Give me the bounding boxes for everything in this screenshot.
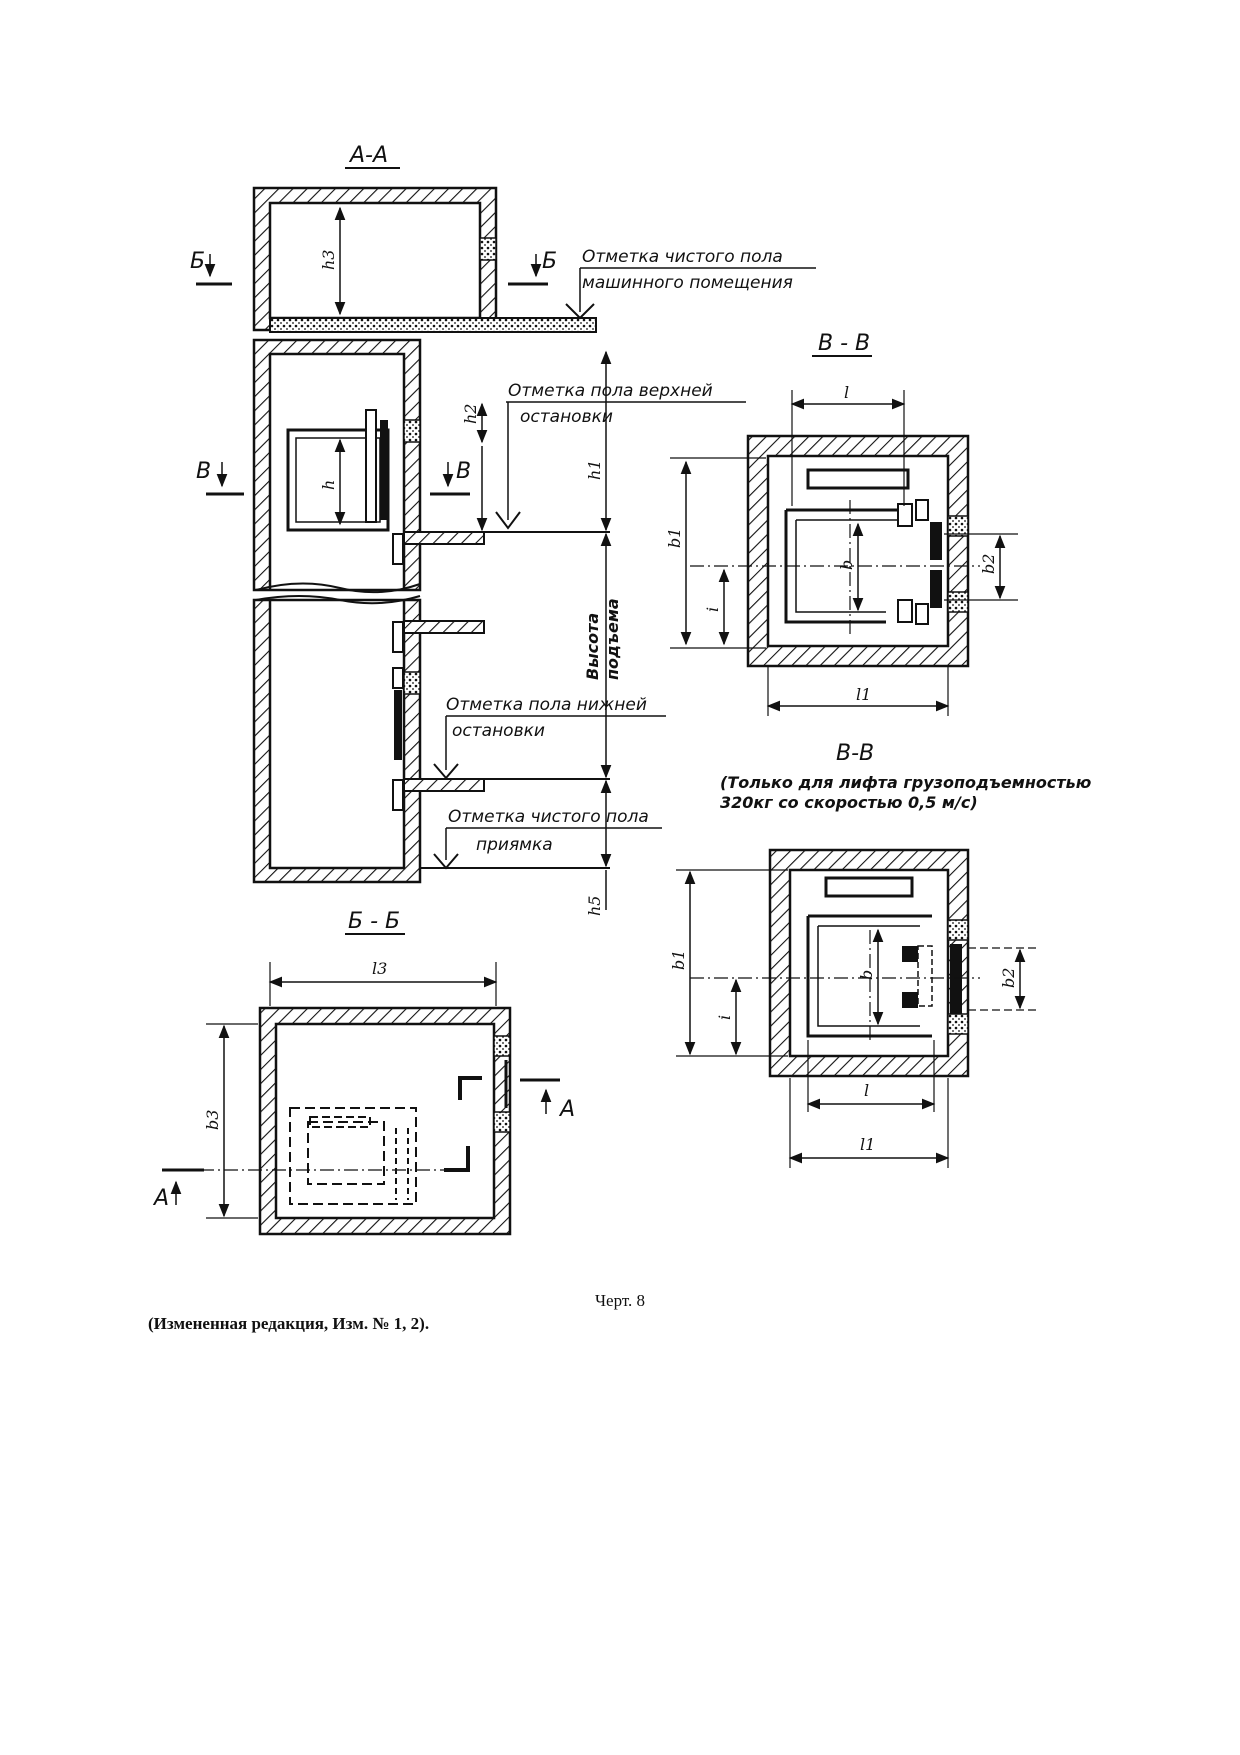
section-mark-v-right: В xyxy=(456,459,471,484)
lift-height-label-2: подъема xyxy=(603,598,622,680)
view-title-vv-top: В - В xyxy=(818,331,870,356)
dim-b1-bottom: b1 xyxy=(669,950,688,970)
dim-h: h xyxy=(319,480,338,490)
section-mark-b-left: Б xyxy=(190,249,205,274)
callout-top-stop-1: Отметка пола верхней xyxy=(508,381,713,401)
callout-pit-2: приямка xyxy=(476,835,553,855)
section-vv-top: В - В l l1 b1 i xyxy=(665,331,1018,716)
lift-height-label-1: Высота xyxy=(583,613,602,680)
dim-l1-bottom: l1 xyxy=(860,1135,875,1154)
figure-caption: Черт. 8 xyxy=(594,1291,646,1310)
callout-bottom-stop-1: Отметка пола нижней xyxy=(446,695,647,715)
dim-l1-top: l1 xyxy=(856,685,871,704)
section-bb: Б - Б l3 b3 А А xyxy=(152,909,575,1236)
note-line-1: (Только для лифта грузоподъемностью xyxy=(720,773,1091,792)
view-title-aa: А-А xyxy=(348,143,388,168)
callout-top-stop-2: остановки xyxy=(520,407,613,427)
dim-b2-top: b2 xyxy=(979,554,998,574)
dim-b1-top: b1 xyxy=(665,528,684,548)
section-mark-b-right: Б xyxy=(542,249,557,274)
amendment-note: (Измененная редакция, Изм. № 1, 2). xyxy=(148,1314,430,1333)
dim-l-bottom: l xyxy=(864,1081,869,1100)
dim-h3: h3 xyxy=(319,250,338,270)
dim-h5: h5 xyxy=(585,896,604,916)
callout-machine-room-2: машинного помещения xyxy=(582,273,793,293)
dim-l-top: l xyxy=(844,383,849,402)
dim-i-bottom: i xyxy=(715,1015,734,1020)
section-mark-a-bottom: А xyxy=(152,1186,169,1211)
dim-b-bottom: b xyxy=(857,970,876,980)
section-mark-a-right: А xyxy=(558,1097,575,1122)
view-title-vv-bottom: В-В xyxy=(836,741,874,766)
callout-pit-1: Отметка чистого пола xyxy=(448,807,649,827)
dim-h2: h2 xyxy=(461,404,480,424)
dim-i-top: i xyxy=(703,607,722,612)
dim-h1: h1 xyxy=(585,460,604,480)
dim-b-top: b xyxy=(837,560,856,570)
note-line-2: 320кг со скоростью 0,5 м/с) xyxy=(720,793,978,812)
dim-b2-bottom: b2 xyxy=(999,968,1018,988)
dim-l3: l3 xyxy=(372,959,387,978)
view-title-bb: Б - Б xyxy=(348,909,400,934)
callout-machine-room-1: Отметка чистого пола xyxy=(582,247,783,267)
dim-b3: b3 xyxy=(203,1110,222,1130)
callout-bottom-stop-2: остановки xyxy=(452,721,545,741)
section-mark-v-left: В xyxy=(196,459,211,484)
section-vv-bottom: В-В (Только для лифта грузоподъемностью … xyxy=(669,741,1091,1168)
lift-shaft-drawing: А-А Б xyxy=(152,143,1091,1236)
section-aa: А-А Б xyxy=(190,143,816,916)
